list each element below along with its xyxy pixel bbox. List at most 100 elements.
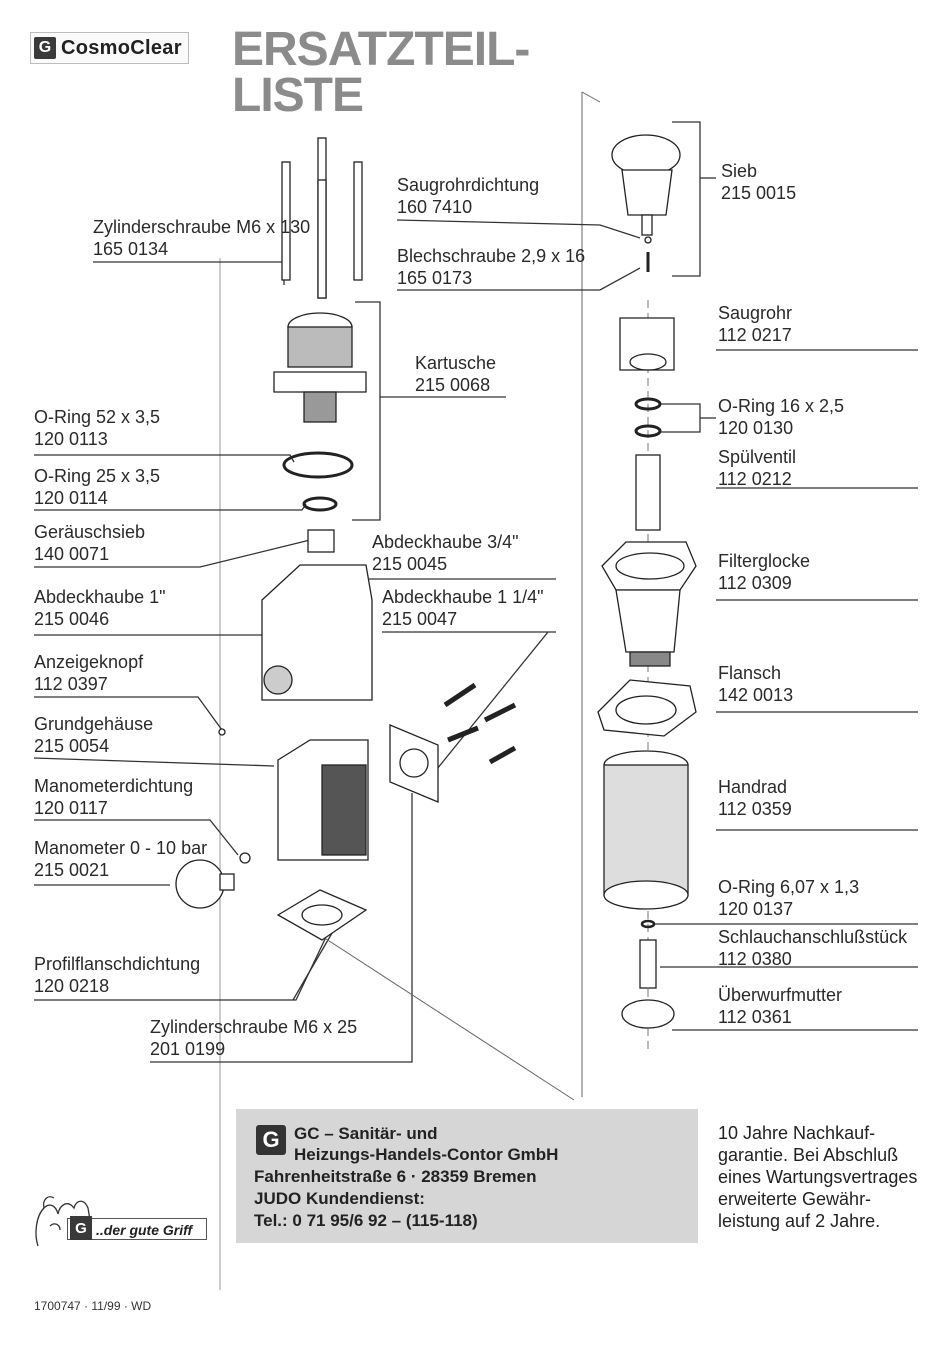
sieve-top <box>611 134 681 176</box>
hose-connector <box>639 939 657 989</box>
slogan-logo-mark: G <box>70 1216 92 1240</box>
side-flange <box>389 724 439 803</box>
cosmoclear-logo: G CosmoClear <box>30 32 189 64</box>
part-name: Abdeckhaube 1" <box>34 587 166 607</box>
label-filterglocke: Filterglocke 112 0309 <box>718 550 810 594</box>
part-number: 120 0130 <box>718 418 794 438</box>
part-number: 160 7410 <box>397 197 473 217</box>
label-handrad: Handrad 112 0359 <box>718 776 792 820</box>
part-number: 165 0173 <box>397 268 473 288</box>
cover-window <box>263 665 293 695</box>
part-number: 142 0013 <box>718 685 794 705</box>
part-number: 112 0212 <box>718 469 792 489</box>
o-ring-52 <box>282 451 354 479</box>
part-name: Kartusche <box>415 353 497 373</box>
part-number: 112 0217 <box>718 325 792 345</box>
flange-gasket-hole <box>301 904 343 926</box>
part-number: 215 0021 <box>34 860 110 880</box>
handwheel-body <box>603 764 689 896</box>
label-o-ring-16: O-Ring 16 x 2,5 120 0130 <box>718 395 844 439</box>
part-name: Abdeckhaube 3/4" <box>372 532 519 552</box>
part-name: Geräuschsieb <box>34 522 146 542</box>
cartridge-flange <box>273 371 367 393</box>
o-ring-6 <box>640 919 656 929</box>
flange-hole <box>615 695 677 725</box>
o-ring-16-a <box>634 397 662 411</box>
part-number: 120 0218 <box>34 976 110 996</box>
part-name: Spülventil <box>718 447 797 467</box>
o-ring-25 <box>302 496 338 512</box>
cartridge-stem <box>303 391 337 423</box>
part-number: 165 0134 <box>93 239 169 259</box>
short-screw-d <box>488 745 517 765</box>
part-number: 120 0114 <box>34 488 108 508</box>
label-sieb: Sieb 215 0015 <box>721 160 796 204</box>
label-saugrohrdichtung: Saugrohrdichtung 160 7410 <box>397 174 539 218</box>
label-geraeuschsieb: Geräuschsieb 140 0071 <box>34 521 145 565</box>
part-number: 120 0117 <box>34 798 108 818</box>
part-number: 201 0199 <box>150 1039 226 1059</box>
brand-mark: G <box>34 37 56 59</box>
part-number: 140 0071 <box>34 544 110 564</box>
warranty-line: erweiterte Gewähr- <box>718 1189 872 1209</box>
flange <box>597 679 697 737</box>
part-number: 112 0361 <box>718 1007 792 1027</box>
filter-bowl-body <box>615 589 681 653</box>
part-name: Grundgehäuse <box>34 714 154 734</box>
part-number: 120 0137 <box>718 899 794 919</box>
part-name: O-Ring 52 x 3,5 <box>34 407 161 427</box>
part-number: 112 0309 <box>718 573 792 593</box>
part-number: 215 0054 <box>34 736 110 756</box>
screw-130-c <box>353 161 363 281</box>
label-abdeckhaube-3-4: Abdeckhaube 3/4" 215 0045 <box>372 531 519 575</box>
label-saugrohr: Saugrohr 112 0217 <box>718 302 792 346</box>
label-flansch: Flansch 142 0013 <box>718 662 793 706</box>
manometer-seal <box>239 852 251 864</box>
part-number: 112 0397 <box>34 674 108 694</box>
slogan-tag: ..der gute Griff <box>67 1218 207 1240</box>
company-address: Fahrenheitstraße 6 · 28359 Bremen <box>254 1167 537 1186</box>
short-screw-b <box>483 702 517 723</box>
part-number: 112 0380 <box>718 949 792 969</box>
leader-zylinderschraube-130 <box>93 261 285 285</box>
company-name-line-1: GC – Sanitär- und <box>294 1124 438 1143</box>
company-info-box: G GC – Sanitär- und Heizungs-Handels-Con… <box>236 1109 698 1243</box>
part-name: Anzeigeknopf <box>34 652 144 672</box>
part-number: 215 0068 <box>415 375 491 395</box>
label-spuelventil: Spülventil 112 0212 <box>718 446 796 490</box>
part-name: Flansch <box>718 663 782 683</box>
sieve-stem <box>641 214 653 236</box>
label-grundgehaeuse: Grundgehäuse 215 0054 <box>34 713 153 757</box>
o-ring-16-b <box>634 424 662 438</box>
warranty-line: eines Wartungsvertrages <box>718 1167 918 1187</box>
part-number: 120 0113 <box>34 429 108 449</box>
short-screw-a <box>443 682 477 708</box>
short-screw-c <box>447 725 479 743</box>
part-number: 215 0047 <box>382 609 458 629</box>
side-flange-hole <box>399 748 429 778</box>
part-name: Manometer 0 - 10 bar <box>34 838 208 858</box>
cartridge-ribs <box>287 326 353 368</box>
part-name: Manometerdichtung <box>34 776 194 796</box>
service-phone: Tel.: 0 71 95/6 92 – (115-118) <box>254 1211 478 1230</box>
screw-130-d <box>317 179 327 299</box>
warranty-line: leistung auf 2 Jahre. <box>718 1211 881 1231</box>
flush-valve <box>635 454 661 531</box>
part-name: Handrad <box>718 777 788 797</box>
label-manometer: Manometer 0 - 10 bar 215 0021 <box>34 837 207 881</box>
part-name: O-Ring 6,07 x 1,3 <box>718 877 860 897</box>
label-o-ring-6: O-Ring 6,07 x 1,3 120 0137 <box>718 876 859 920</box>
label-ueberwurfmutter: Überwurfmutter 112 0361 <box>718 984 842 1028</box>
part-name: O-Ring 16 x 2,5 <box>718 396 845 416</box>
brand-name: CosmoClear <box>61 36 182 59</box>
part-number: 112 0359 <box>718 799 792 819</box>
union-nut <box>621 999 675 1029</box>
part-name: Saugrohrdichtung <box>397 175 540 195</box>
part-name: Sieb <box>721 161 758 181</box>
label-blechschraube: Blechschraube 2,9 x 16 165 0173 <box>397 245 585 289</box>
part-name: Blechschraube 2,9 x 16 <box>397 246 586 266</box>
part-name: Zylinderschraube M6 x 130 <box>93 217 311 237</box>
cover-cap <box>261 564 373 701</box>
flange-gasket <box>276 889 368 941</box>
